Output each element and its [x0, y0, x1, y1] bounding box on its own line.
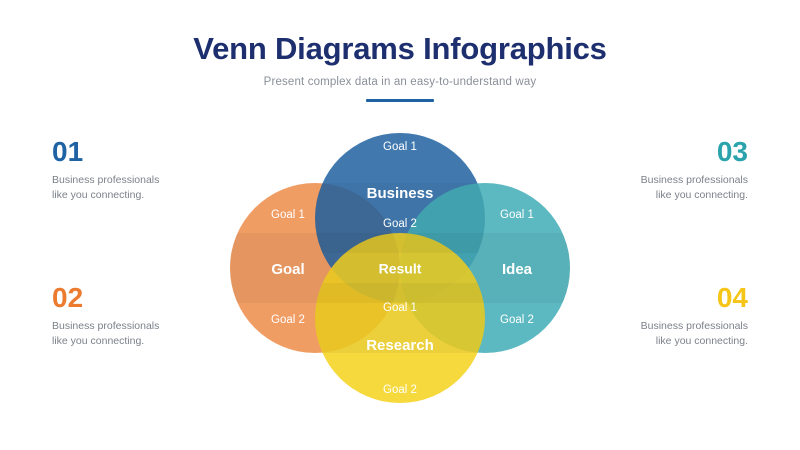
venn-band-research	[315, 283, 485, 353]
callout-03[interactable]: 03 Business professionals like you conne…	[558, 138, 748, 203]
callout-04-line1: Business professionals	[640, 320, 748, 332]
venn-goal-top-label: Goal 1	[271, 209, 305, 221]
callout-03-number: 03	[716, 136, 748, 167]
callout-04[interactable]: 04 Business professionals like you conne…	[558, 284, 748, 349]
venn-idea-main-label: Idea	[502, 261, 533, 278]
venn-research-top-label: Goal 1	[383, 302, 417, 314]
venn-diagram: Goal 1 Goal Goal 2 Goal 1 Business Goal …	[230, 133, 570, 403]
venn-center-label: Result	[379, 261, 422, 277]
callout-02-number: 02	[52, 282, 84, 313]
callout-04-description: Business professionals like you connecti…	[558, 319, 748, 349]
venn-idea-top-label: Goal 1	[500, 209, 534, 221]
callout-01-line2: like you connecting.	[52, 189, 145, 202]
callout-02-line1: Business professionals	[52, 320, 160, 332]
callout-01[interactable]: 01 Business professionals like you conne…	[52, 138, 242, 203]
callout-01-line1: Business professionals	[52, 174, 160, 186]
title-divider-wrap	[0, 99, 800, 103]
venn-business-top-label: Goal 1	[383, 141, 417, 153]
venn-business-bottom-label: Goal 2	[383, 218, 417, 230]
page-title: Venn Diagrams Infographics	[193, 31, 607, 66]
venn-research-bottom-label: Goal 2	[383, 384, 417, 396]
callout-02-line2: like you connecting.	[52, 335, 145, 348]
callout-03-description: Business professionals like you connecti…	[558, 173, 748, 203]
venn-idea-bottom-label: Goal 2	[500, 314, 534, 326]
venn-goal-bottom-label: Goal 2	[271, 314, 305, 326]
callout-02-description: Business professionals like you connecti…	[52, 319, 242, 349]
callout-02[interactable]: 02 Business professionals like you conne…	[52, 284, 242, 349]
venn-goal-main-label: Goal	[271, 261, 304, 278]
callout-03-line2: like you connecting.	[655, 189, 748, 202]
callout-03-line1: Business professionals	[640, 174, 748, 186]
callout-01-number: 01	[52, 136, 84, 167]
venn-business-main-label: Business	[367, 185, 434, 202]
callout-04-line2: like you connecting.	[655, 335, 748, 348]
title-divider	[366, 99, 434, 103]
callout-01-description: Business professionals like you connecti…	[52, 173, 242, 203]
header: Venn Diagrams Infographics Present compl…	[0, 31, 800, 103]
page-subtitle: Present complex data in an easy-to-under…	[263, 76, 537, 89]
callout-04-number: 04	[716, 282, 748, 313]
venn-research-main-label: Research	[366, 337, 434, 354]
